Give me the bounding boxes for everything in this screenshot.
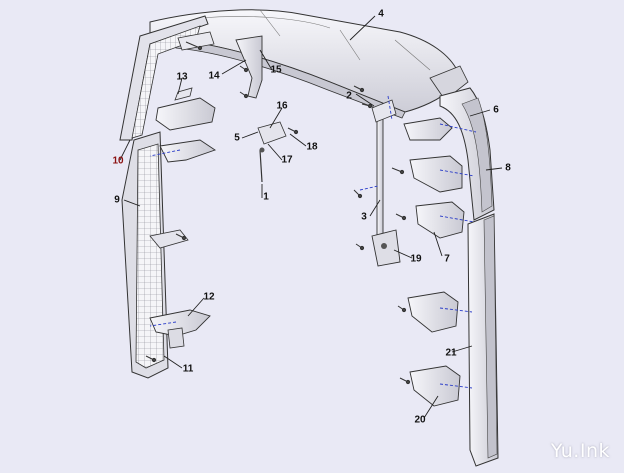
callout-16: 16 bbox=[276, 100, 288, 112]
callout-12: 12 bbox=[203, 291, 215, 303]
part-16-17-small-bracket bbox=[257, 121, 287, 183]
watermark-text: Yu.Ink bbox=[550, 440, 610, 462]
part-21-right-lower-panel bbox=[467, 213, 499, 467]
callout-11: 11 bbox=[182, 363, 194, 375]
callout-18: 18 bbox=[306, 141, 318, 153]
callout-15: 15 bbox=[270, 64, 282, 76]
callout-1: 1 bbox=[263, 191, 269, 203]
part-3-vertical-strut bbox=[371, 99, 397, 243]
callout-2: 2 bbox=[346, 90, 352, 102]
part-14-15-brackets bbox=[177, 31, 263, 99]
left-upper-mount bbox=[149, 139, 217, 249]
callout-19: 19 bbox=[410, 253, 422, 265]
part-6-bracket bbox=[403, 117, 453, 141]
part-9-left-grille-panel bbox=[121, 131, 169, 379]
part-13-bracket bbox=[155, 87, 216, 131]
callout-8: 8 bbox=[505, 162, 511, 174]
callout-5: 5 bbox=[234, 132, 240, 144]
callout-10: 10 bbox=[112, 155, 124, 167]
callout-17: 17 bbox=[281, 154, 293, 166]
part-10-upper-grille bbox=[119, 15, 209, 141]
leader-lines bbox=[119, 15, 503, 419]
callout-4: 4 bbox=[378, 8, 384, 20]
callout-20: 20 bbox=[414, 414, 426, 426]
part-7-brackets bbox=[409, 155, 465, 239]
callout-13: 13 bbox=[176, 71, 188, 83]
assembly-dashed-lines bbox=[149, 95, 477, 389]
callout-14: 14 bbox=[208, 70, 220, 82]
callout-7: 7 bbox=[444, 253, 450, 265]
part-12-bracket bbox=[149, 309, 211, 349]
callout-9: 9 bbox=[114, 194, 120, 206]
part-19-hinge bbox=[371, 229, 401, 267]
callout-6: 6 bbox=[493, 104, 499, 116]
callout-21: 21 bbox=[445, 347, 457, 359]
part-20-brackets bbox=[407, 291, 461, 407]
fasteners bbox=[145, 41, 411, 385]
callout-3: 3 bbox=[361, 211, 367, 223]
part-8-right-upper-panel bbox=[439, 87, 495, 221]
